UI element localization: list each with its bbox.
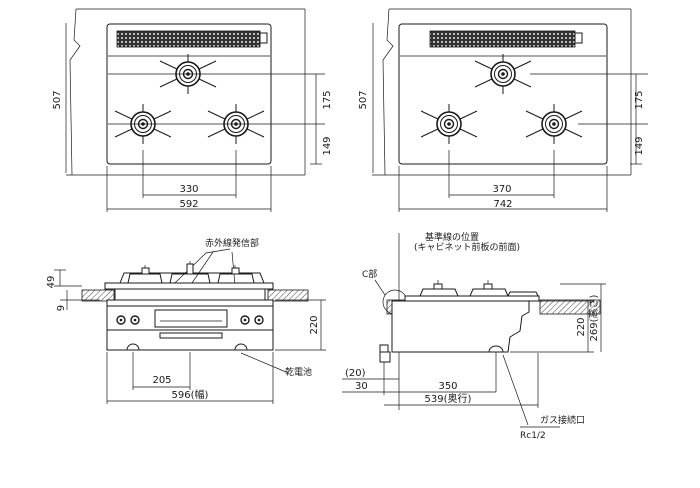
countertop-right xyxy=(267,289,309,302)
side-view: 基準線の位置 (キャビネット前板の前面) C部 220 269(高さ) xyxy=(342,231,606,441)
countertop-outline xyxy=(66,8,306,176)
width-dimension-large: 742 xyxy=(493,199,512,210)
front-height-dimension: 220 xyxy=(309,315,320,334)
dimension-149: 149 xyxy=(322,136,333,155)
grill-door xyxy=(154,309,228,328)
dimension-49: 49 xyxy=(46,276,57,289)
side-depth-dimension: 539(奥行) xyxy=(425,392,472,405)
side-oven-body xyxy=(391,300,530,353)
depth-dimension: 507 xyxy=(52,90,63,109)
top-plate xyxy=(104,282,274,290)
side-trivets xyxy=(419,280,509,297)
top-view-592: 507 175 149 330 592 xyxy=(52,8,333,212)
battery-label: 乾電池 xyxy=(285,366,312,378)
dimension-20: (20) xyxy=(345,368,366,379)
dimension-9: 9 xyxy=(56,305,67,311)
dimension-lines-large xyxy=(372,23,642,212)
side-height-220: 220 xyxy=(576,317,587,336)
dimension-350: 350 xyxy=(438,381,457,392)
infrared-sender-label: 赤外線発信部 xyxy=(205,237,259,249)
gas-connection-spec: Rc1/2 xyxy=(520,431,546,441)
grill-vent xyxy=(116,30,261,48)
side-height-total: 269(高さ) xyxy=(587,294,600,341)
width-dimension: 592 xyxy=(179,199,198,210)
dimension-175-large: 175 xyxy=(634,90,645,109)
top-view-742: 507 175 149 370 742 xyxy=(358,8,648,212)
grill-vent-large xyxy=(429,30,576,48)
countertop-left xyxy=(81,289,115,302)
reference-line-subtitle: (キャビネット前板の前面) xyxy=(414,241,520,253)
c-section-label: C部 xyxy=(362,268,377,280)
reference-line-title: 基準線の位置 xyxy=(425,231,479,243)
battery-box xyxy=(234,343,248,351)
burner-pitch-dimension-large: 370 xyxy=(492,184,511,195)
countertop-outline-large xyxy=(372,8,632,176)
depth-dimension-large: 507 xyxy=(358,90,369,109)
dimension-lines xyxy=(65,23,322,212)
side-countertop-rear xyxy=(539,299,601,315)
gas-connection-label: ガス接続口 xyxy=(540,414,585,426)
dimension-30: 30 xyxy=(355,381,368,392)
trivets xyxy=(127,261,255,284)
dimension-175: 175 xyxy=(322,90,333,109)
front-width-dimension: 596(幅) xyxy=(172,388,209,401)
gas-inlet xyxy=(488,345,504,353)
dimension-149-large: 149 xyxy=(634,136,645,155)
front-view: 赤外線発信部 49 9 xyxy=(46,237,326,404)
dimension-205: 205 xyxy=(152,375,171,386)
burner-pitch-dimension: 330 xyxy=(179,184,198,195)
